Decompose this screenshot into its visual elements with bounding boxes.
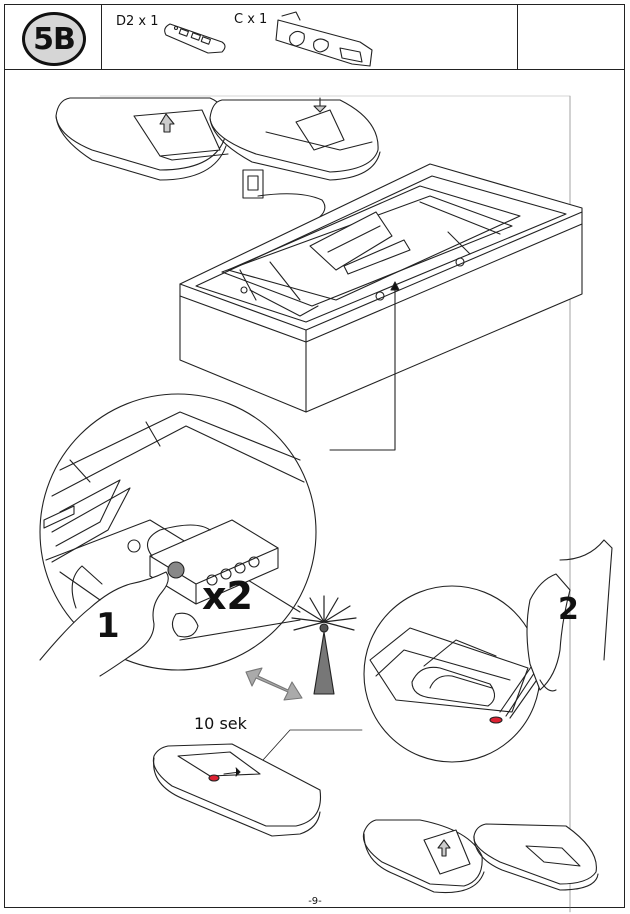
detail-zoom-circle: [39, 393, 317, 677]
remote-closing-cover-illustration: [362, 819, 485, 894]
remote-open-cover-illustration: [55, 97, 229, 181]
step-2-number: 2: [558, 592, 579, 627]
step-badge: 5B: [22, 12, 86, 66]
remote-battery-insert-illustration: [209, 97, 381, 181]
header-cell-step: [4, 4, 102, 70]
duration-label: 10 sek: [194, 714, 247, 733]
header-table: [4, 4, 625, 70]
reset-button-zoom-circle: [363, 539, 613, 763]
pairing-double-arrow: [245, 667, 303, 701]
part-d-label: D2 x 1: [116, 14, 159, 29]
control-box-icon: [275, 11, 373, 67]
remote-closed-illustration: [473, 823, 599, 891]
step-1-number: 1: [96, 606, 120, 646]
header-cell-empty: [518, 4, 625, 70]
page-number: -9-: [308, 896, 322, 907]
header-cell-parts: [102, 4, 518, 70]
radio-signal-icon: [291, 595, 357, 695]
bed-base-illustration: [179, 163, 583, 451]
remote-reset-illustration: [152, 743, 322, 837]
page-frame: [4, 4, 625, 908]
part-c-label: C x 1: [234, 12, 268, 27]
remote-control-icon: [164, 23, 226, 54]
press-twice-label: x2: [202, 574, 253, 618]
